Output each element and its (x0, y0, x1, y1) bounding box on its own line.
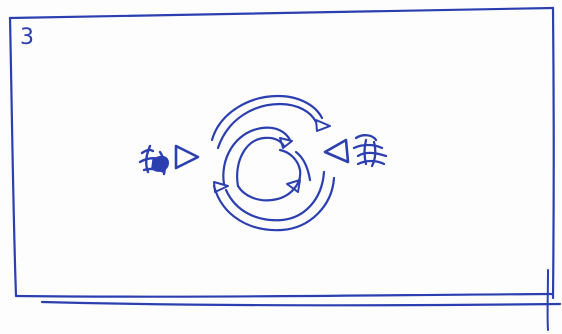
frame-number: 3 (20, 25, 34, 50)
handwritten-scribble-icon (140, 146, 168, 174)
handwritten-scribble-icon (354, 135, 386, 166)
reverse-triangle-icon (325, 140, 348, 162)
play-triangle-icon (176, 146, 198, 168)
circular-spiral-arrows-icon (212, 96, 334, 230)
frame-border (10, 8, 560, 330)
